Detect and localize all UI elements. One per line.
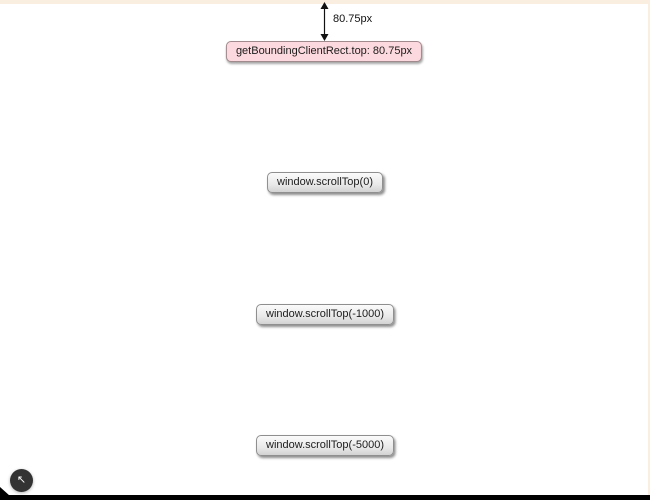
- scroll-top-0-button[interactable]: window.scrollTop(0): [267, 172, 383, 193]
- bottom-bar: [0, 495, 650, 500]
- page-right-border: [648, 0, 650, 500]
- cursor-arrow: [0, 487, 10, 496]
- scroll-to-origin-fab[interactable]: ↖: [10, 469, 33, 492]
- scroll-top-minus-5000-button[interactable]: window.scrollTop(-5000): [256, 435, 394, 456]
- distance-label: 80.75px: [333, 13, 373, 25]
- page-top-border: [0, 0, 650, 4]
- northwest-arrow-icon: ↖: [16, 474, 27, 486]
- scroll-top-minus-1000-button[interactable]: window.scrollTop(-1000): [256, 304, 394, 325]
- double-headed-arrow-icon: [320, 2, 329, 41]
- bounding-rect-indicator: getBoundingClientRect.top: 80.75px: [225, 41, 423, 62]
